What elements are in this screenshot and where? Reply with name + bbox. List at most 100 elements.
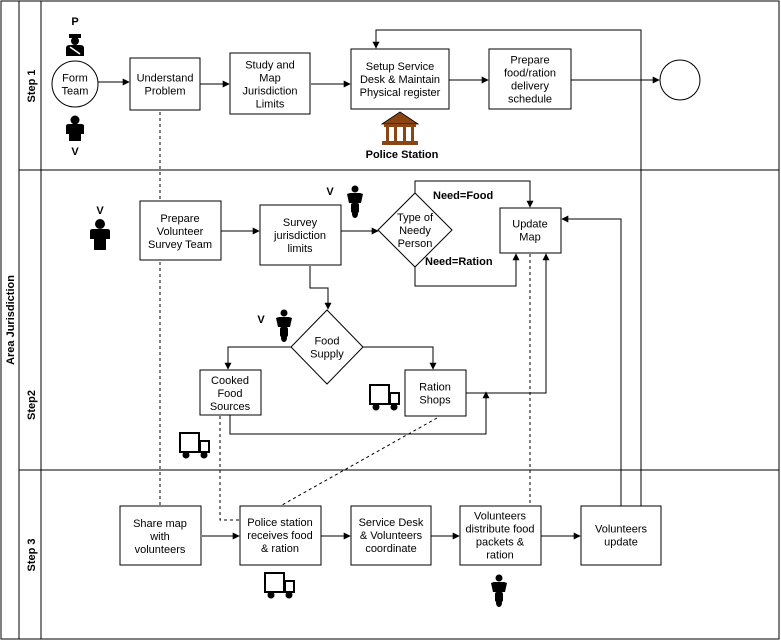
ration-shops-node[interactable] (404, 369, 467, 417)
motorbike-icon (276, 309, 292, 342)
label-line: receives food (247, 530, 312, 542)
label-line: distribute food (465, 524, 534, 536)
label-line: Update (512, 219, 547, 231)
label-line: limits (287, 243, 313, 255)
label-line: Understand (137, 73, 194, 85)
label-line: Prepare (510, 55, 549, 67)
cooked-food-node[interactable] (199, 369, 262, 416)
edge-foodsupply-cooked (224, 346, 292, 370)
edges (98, 29, 660, 540)
lane-label-step3: Step 3 (26, 538, 38, 571)
pool-title: Area Jurisdiction (5, 275, 17, 365)
person-icon (66, 115, 84, 141)
label-line: food/ration (504, 68, 556, 80)
type-needy-decision[interactable] (377, 192, 453, 268)
label-line: Setup Service (366, 61, 434, 73)
label-line: Volunteer (157, 226, 204, 238)
label-line: & ration (261, 543, 299, 555)
label-line: Volunteers (474, 511, 526, 523)
label-line: volunteers (135, 544, 186, 556)
edge-label-need-ration: Need=Ration (425, 256, 493, 268)
understand-problem-node[interactable] (129, 57, 201, 111)
label-line: Volunteers (595, 524, 647, 536)
study-map-node[interactable] (229, 52, 311, 115)
label-line: Ration (419, 382, 451, 394)
label-line: Supply (310, 349, 344, 361)
icon-label-v-bike-top: V (326, 186, 334, 198)
police-receives-node[interactable] (239, 505, 322, 566)
label-line: delivery (511, 81, 549, 93)
edge-ration-update (466, 253, 550, 394)
label-line: Cooked (211, 375, 249, 387)
label-line: Form (62, 73, 88, 85)
label-line: Prepare (160, 213, 199, 225)
truck-icon (369, 384, 400, 411)
icon-label-p: P (71, 16, 78, 28)
lane-label-step1: Step 1 (26, 69, 38, 102)
share-map-node[interactable] (119, 505, 202, 566)
nodes (51, 48, 701, 566)
label-line: Shops (419, 395, 451, 407)
edge-survey-foodsupply (309, 266, 332, 310)
label-line: Survey Team (148, 239, 212, 251)
label-line: Food (314, 336, 339, 348)
label-line: jurisdiction (273, 230, 326, 242)
label-line: ration (486, 550, 514, 562)
label-line: Problem (145, 86, 186, 98)
edge-foodsupply-ration (362, 346, 437, 370)
icon-label-v-team: V (96, 205, 104, 217)
police-station-icon (380, 111, 420, 145)
label-line: Map (259, 73, 280, 85)
label-line: Physical register (360, 87, 441, 99)
label-line: with (149, 531, 170, 543)
survey-node[interactable] (259, 204, 342, 266)
food-supply-decision[interactable] (290, 309, 364, 385)
end-event-node[interactable] (659, 59, 701, 101)
label-line: Survey (283, 217, 318, 229)
label-line: Study and (245, 60, 295, 72)
update-map-node[interactable] (499, 207, 562, 254)
label-line: Desk & Maintain (360, 74, 440, 86)
label-line: Share map (133, 518, 187, 530)
label-line: Police station (247, 517, 312, 529)
edge-label-need-food: Need=Food (433, 190, 493, 202)
truck-icon (264, 572, 295, 599)
label-line: Type of (397, 212, 434, 224)
label-line: update (604, 537, 638, 549)
motorbike-icon (347, 185, 363, 218)
prepare-food-node[interactable] (488, 48, 572, 110)
edge-cooked-ration (229, 391, 490, 435)
motorbike-icon (491, 574, 507, 607)
setup-service-desk-node[interactable] (350, 48, 450, 110)
edge-type-update-food (414, 180, 534, 208)
police-officer-icon (66, 34, 84, 56)
volunteers-distribute-node[interactable] (459, 505, 542, 566)
form-team-node[interactable] (51, 60, 99, 108)
label-line: Service Desk (359, 517, 424, 529)
edge-volupdate-setup (372, 29, 642, 512)
label-line: Map (519, 232, 540, 244)
label-line: coordinate (365, 543, 416, 555)
assoc-cooked-police (219, 416, 240, 521)
label-line: Sources (210, 401, 251, 413)
police-station-label: Police Station (366, 149, 439, 161)
label-line: Food (217, 388, 242, 400)
service-desk-node[interactable] (350, 505, 432, 566)
prepare-volunteer-node[interactable] (139, 200, 222, 261)
icon-label-v-bike-mid: V (257, 314, 265, 326)
label-line: Team (62, 86, 89, 98)
lane-label-step2: Step2 (26, 390, 38, 420)
truck-icon (179, 432, 210, 459)
volunteers-update-node[interactable] (580, 505, 662, 566)
